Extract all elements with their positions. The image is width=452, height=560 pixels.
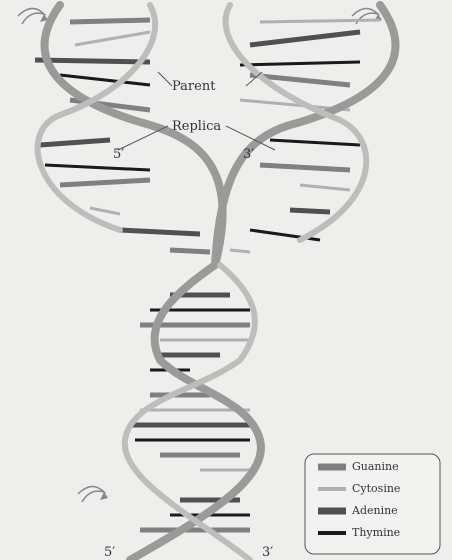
- base-pair-rung: [90, 208, 120, 214]
- legend-label-thymine: Thymine: [352, 526, 400, 539]
- rotation-arrow-icon: [78, 486, 108, 502]
- base-pair-rung: [120, 230, 200, 234]
- base-pair-rung: [230, 250, 250, 252]
- base-pair-rung: [70, 20, 150, 22]
- legend-swatch-guanine: [318, 464, 346, 471]
- parent-label: Parent: [172, 79, 216, 94]
- base-pair-rung: [240, 62, 360, 65]
- rotation-arrow-icon: [18, 8, 48, 24]
- right-parent-helix: [215, 5, 396, 265]
- replica-label: Replica: [172, 119, 221, 134]
- base-pair-rung: [75, 32, 150, 45]
- legend-swatch-adenine: [318, 508, 346, 515]
- base-pair-rung: [45, 165, 150, 170]
- left-parent-helix: [38, 5, 223, 265]
- base-pair-rung: [35, 60, 150, 62]
- three-prime-bottom-label: 3′: [262, 545, 273, 560]
- base-pair-rung: [60, 180, 150, 185]
- base-pair-rung: [270, 140, 360, 145]
- legend: GuanineCytosineAdenineThymine: [305, 454, 440, 554]
- legend-label-guanine: Guanine: [352, 460, 399, 473]
- legend-swatch-cytosine: [318, 487, 346, 491]
- base-pair-rung: [260, 165, 350, 170]
- legend-swatch-thymine: [318, 531, 346, 535]
- base-pair-rung: [60, 75, 150, 85]
- legend-label-cytosine: Cytosine: [352, 482, 400, 495]
- three-prime-top-label: 3′: [243, 147, 254, 162]
- five-prime-bottom-label: 5′: [104, 545, 115, 560]
- base-pair-rung: [170, 250, 210, 252]
- base-pair-rung: [250, 32, 360, 45]
- base-pair-rung: [260, 20, 380, 22]
- base-pair-rung: [40, 140, 110, 145]
- base-pair-rung: [290, 210, 330, 212]
- five-prime-top-label: 5′: [113, 147, 124, 162]
- base-pair-rung: [300, 185, 350, 190]
- legend-label-adenine: Adenine: [351, 504, 398, 517]
